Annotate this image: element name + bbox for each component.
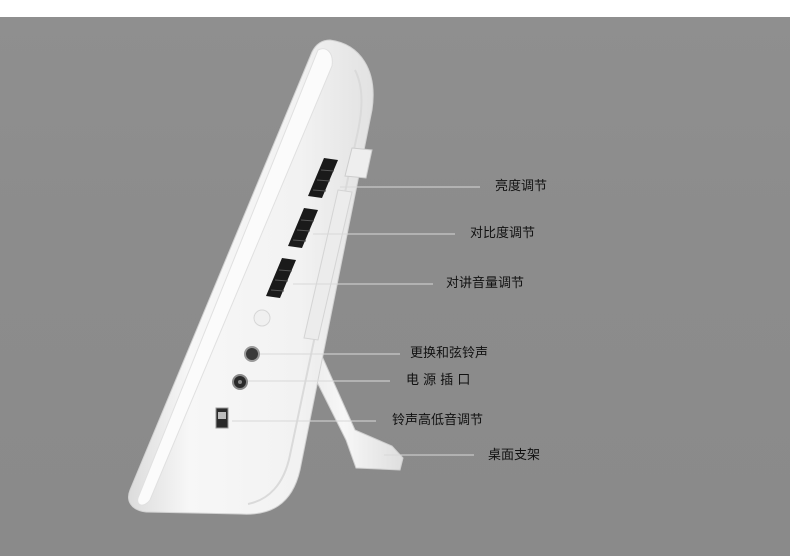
- callout-ringtone-volume: 铃声高低音调节: [392, 413, 484, 428]
- switch-slider: [218, 412, 226, 419]
- callout-intercom-volume: 对讲音量调节: [446, 276, 525, 291]
- callout-ringtone-change: 更换和弦铃声: [410, 346, 489, 361]
- wheel-ridges: [270, 169, 335, 292]
- power-socket-pin: [238, 380, 242, 384]
- round-indicator: [253, 309, 271, 327]
- leader-lines: [232, 186, 480, 456]
- callout-contrast: 对比度调节: [470, 226, 536, 241]
- callout-desk-stand: 桌面支架: [488, 448, 541, 463]
- contrast-wheel: [288, 208, 318, 248]
- front-bezel-edge: [137, 48, 333, 506]
- rear-bracket: [344, 147, 373, 179]
- callout-brightness: 亮度调节: [495, 179, 548, 194]
- brightness-wheel: [308, 158, 338, 198]
- rear-mount-plate: [303, 189, 353, 341]
- intercom-volume-wheel: [266, 258, 296, 298]
- ringtone-button: [244, 346, 260, 362]
- callout-power-socket: 电 源 插 口: [406, 373, 471, 388]
